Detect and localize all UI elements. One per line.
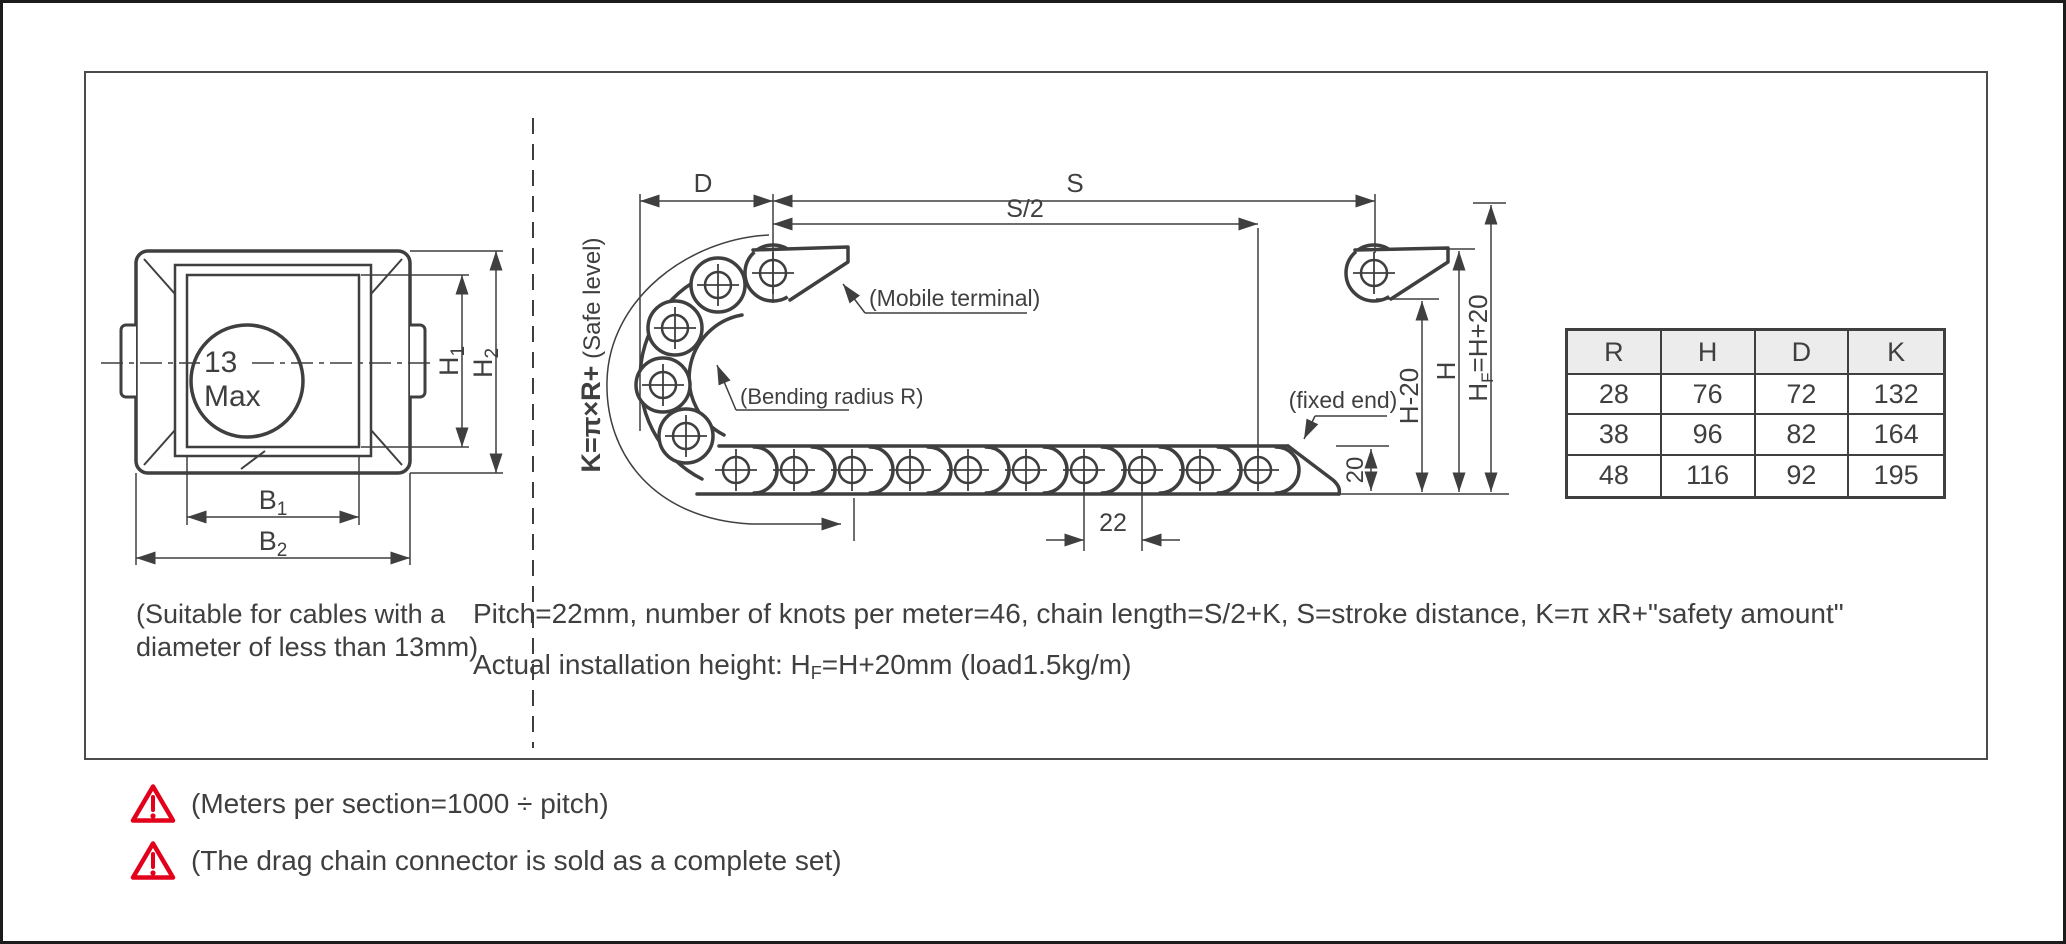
caption-line-2: diameter of less than 13mm) [136, 632, 479, 662]
k-safety-arc [606, 234, 841, 531]
pitch-dim-label: 22 [1099, 509, 1127, 537]
spec-cell: 82 [1755, 415, 1850, 456]
left-clamp-tab [119, 323, 136, 399]
b1-dim-label: B1 [259, 485, 288, 520]
corner-hatch [370, 258, 403, 295]
d-dim-label: D [694, 168, 713, 198]
spec-cell: 164 [1849, 415, 1943, 456]
bending-radius-label: (Bending radius R) [740, 384, 923, 409]
fixed-end-wedge [1286, 444, 1342, 496]
spec-table-header-d: D [1755, 331, 1850, 375]
run-link-arcs [752, 445, 1301, 495]
technical-drawing: 13 Max B1 B2 H1 H2 D S S/2 K=π×R+ (Safe … [101, 118, 1509, 748]
corner-hatch [143, 258, 176, 295]
spec-cell: 76 [1661, 375, 1756, 416]
spec-table-header-h: H [1661, 331, 1756, 375]
spec-table-header-r: R [1568, 331, 1662, 375]
link-crosshairs [642, 252, 1395, 491]
inner-frame [173, 263, 373, 458]
diagram-panel-border [84, 71, 1988, 760]
caption-line-1: (Suitable for cables with a [136, 599, 446, 629]
spec-cell: 96 [1661, 415, 1756, 456]
h1-dim-label: H1 [434, 346, 469, 376]
bending-leader-arrow [716, 364, 737, 411]
bore-diameter-label: 13 [204, 346, 237, 379]
corner-hatch [143, 429, 176, 466]
mobile-terminal-label: (Mobile terminal) [869, 285, 1040, 311]
cable-opening [185, 273, 361, 449]
warning-row-2: (The drag chain connector is sold as a c… [129, 839, 842, 883]
note2-post: =H+20mm (load1.5kg/m) [821, 649, 1132, 680]
bore-max-label: Max [204, 380, 261, 413]
warning-row-1: (Meters per section=1000 ÷ pitch) [129, 782, 609, 826]
spec-cell: 116 [1662, 455, 1756, 496]
spec-cell: 132 [1849, 375, 1943, 416]
hf-label: HF=H+20 [1463, 294, 1497, 401]
s-dim-label: S [1066, 168, 1083, 198]
note2-pre: Actual installation height: H [473, 649, 811, 680]
s-half-dim-label: S/2 [1006, 195, 1044, 223]
fixed-end-label: (fixed end) [1289, 387, 1398, 413]
h-label: H [1431, 362, 1461, 381]
warning-text-1: (Meters per section=1000 ÷ pitch) [191, 788, 609, 819]
cross-section-view [101, 249, 503, 565]
chain-side-view [634, 243, 1450, 496]
mobile-leader-arrow [842, 283, 866, 314]
spec-cell: 195 [1873, 460, 1919, 491]
spec-cell: 72 [1755, 375, 1850, 416]
fixed-leader-arrow [1303, 415, 1319, 440]
cable-bore-circle [189, 323, 305, 439]
spec-cell: 38 [1568, 415, 1662, 456]
spec-cell: 28 [1568, 375, 1662, 416]
warning-text-2: (The drag chain connector is sold as a c… [191, 845, 842, 876]
height-20-label: 20 [1342, 457, 1369, 484]
pitch-formula-note: Pitch=22mm, number of knots per meter=46… [473, 598, 1844, 629]
left-view-caption: (Suitable for cables with a diameter of … [136, 598, 478, 664]
spec-table-header-k: K [1849, 331, 1943, 375]
warning-icon [130, 784, 176, 823]
b2-dim-label: B2 [259, 526, 288, 561]
h2-dim-label: H2 [468, 348, 503, 378]
note2-subscript: F [810, 663, 822, 683]
warning-icon [130, 841, 176, 880]
spec-cell: 92 [1756, 455, 1850, 496]
k-safety-label: K=π×R+ (Safe level) [576, 237, 606, 472]
bottom-rail-hatch [240, 450, 266, 470]
chain-dimensions [606, 194, 1509, 551]
installation-height-note: Actual installation height: HF=H+20mm (l… [473, 649, 1131, 684]
right-clamp-tab [410, 323, 427, 399]
spec-table: R H D K 28 76 72 132 38 96 82 164 48 116… [1565, 328, 1946, 499]
spec-cell: 48 [1568, 455, 1662, 496]
h-minus-20-label: H-20 [1394, 368, 1424, 424]
